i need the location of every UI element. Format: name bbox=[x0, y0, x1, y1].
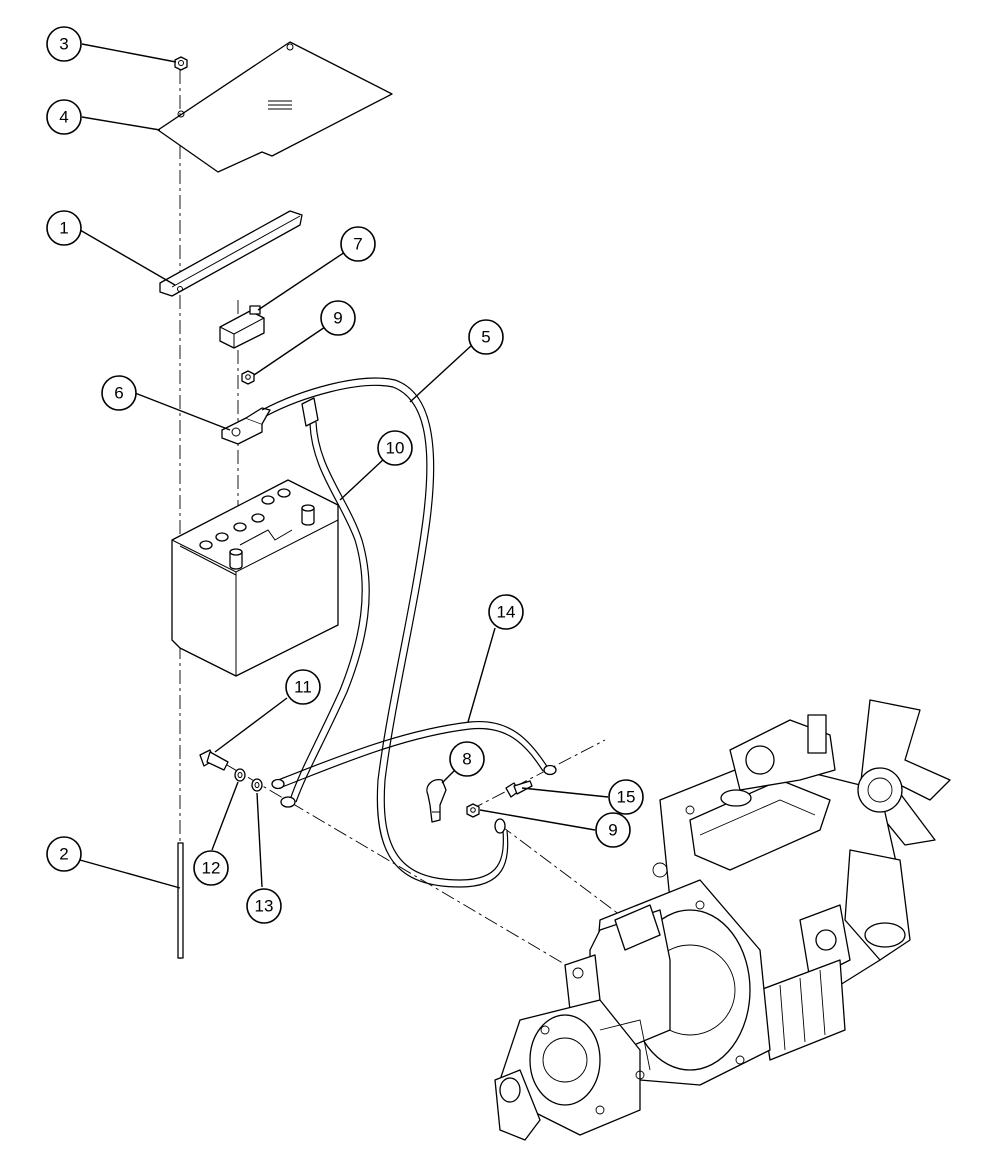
callout-4-label: 4 bbox=[59, 108, 68, 127]
battery-terminal-clamp bbox=[221, 407, 271, 445]
callout-14-label: 14 bbox=[497, 603, 516, 622]
callout-5: 5 bbox=[468, 319, 504, 355]
callout-1-label: 1 bbox=[59, 219, 68, 238]
callout-9-upper-label: 9 bbox=[333, 309, 342, 328]
callout-9-upper: 9 bbox=[320, 300, 356, 336]
callout-11-label: 11 bbox=[294, 678, 312, 697]
terminal-nut bbox=[241, 370, 255, 385]
callout-4: 4 bbox=[46, 99, 82, 135]
callout-7: 7 bbox=[340, 226, 376, 262]
terminal-boot bbox=[426, 779, 447, 823]
callout-15: 15 bbox=[608, 779, 644, 815]
callout-13-label: 13 bbox=[255, 897, 274, 916]
ground-strap-cable bbox=[271, 720, 557, 790]
callout-5-label: 5 bbox=[481, 328, 490, 347]
callout-15-label: 15 bbox=[617, 788, 636, 807]
callout-2: 2 bbox=[46, 836, 82, 872]
negative-battery-cable bbox=[261, 377, 509, 888]
callout-13: 13 bbox=[246, 888, 282, 924]
assembly-centerlines bbox=[179, 70, 641, 986]
callout-1: 1 bbox=[46, 210, 82, 246]
callout-14: 14 bbox=[488, 594, 524, 630]
engine-ground-nut bbox=[466, 803, 480, 818]
positive-battery-cable bbox=[280, 397, 370, 808]
callout-10-label: 10 bbox=[386, 439, 405, 458]
callout-3: 3 bbox=[46, 26, 82, 62]
terminal-cover-cap bbox=[219, 305, 265, 349]
callout-7-label: 7 bbox=[353, 235, 362, 254]
callout-8: 8 bbox=[449, 741, 485, 777]
callout-8-label: 8 bbox=[462, 750, 471, 769]
cover-nut bbox=[174, 56, 188, 71]
callout-6: 6 bbox=[101, 375, 137, 411]
callout-10: 10 bbox=[377, 430, 413, 466]
callout-3-label: 3 bbox=[59, 35, 68, 54]
callout-6-label: 6 bbox=[114, 384, 123, 403]
callout-2-label: 2 bbox=[59, 845, 68, 864]
lock-washer bbox=[251, 778, 263, 792]
callout-12: 12 bbox=[193, 850, 229, 886]
ground-bolt bbox=[199, 749, 229, 771]
callout-11: 11 bbox=[285, 669, 321, 705]
battery bbox=[171, 479, 339, 677]
flat-washer bbox=[234, 768, 246, 782]
engine-assembly bbox=[494, 699, 951, 1141]
callout-9-lower-label: 9 bbox=[608, 821, 617, 840]
callout-9-lower: 9 bbox=[595, 812, 631, 848]
leader-lines bbox=[79, 43, 609, 889]
battery-hold-down-bracket bbox=[159, 210, 303, 297]
hold-down-rod bbox=[177, 842, 184, 959]
battery-cover-plate bbox=[157, 41, 393, 173]
callout-12-label: 12 bbox=[202, 859, 221, 878]
